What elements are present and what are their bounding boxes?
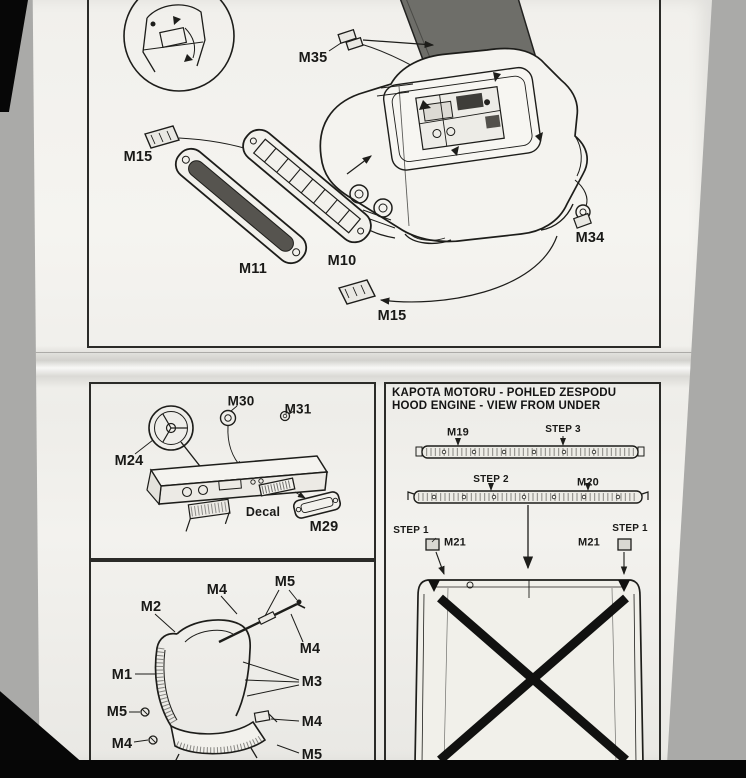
label-m29: M29 (309, 518, 339, 535)
hood-underside-drawing (407, 436, 649, 764)
label-step2: STEP 2 (473, 474, 509, 485)
m11-panel-part (174, 147, 308, 265)
m19-strip-part (415, 436, 645, 459)
label-m15-lower: M15 (377, 307, 407, 324)
leader-arrow (379, 235, 558, 305)
arrow-icon (419, 100, 431, 110)
m10-grille-part (242, 128, 372, 244)
screw (148, 735, 158, 745)
photo-black-bottom-bar (0, 760, 746, 778)
label-m31: M31 (284, 401, 312, 417)
arrow-icon (173, 16, 181, 25)
hood-title-cz: KAPOTA MOTORU - POHLED ZESPODU (392, 387, 617, 399)
panel-body-assembly: M35 M15 M11 M10 M34 M15 (87, 0, 661, 348)
label-step1-left: STEP 1 (393, 525, 429, 536)
photo-black-corner-topleft (0, 0, 28, 112)
decal-part (258, 477, 306, 499)
steering-wheel-part (134, 405, 204, 471)
m34-part (572, 179, 592, 229)
body-assembly-drawing (123, 0, 592, 305)
label-step1-right: STEP 1 (612, 523, 648, 534)
leader-arrow (346, 155, 372, 175)
arrow-icon (451, 146, 459, 156)
label-m5-top: M5 (274, 573, 296, 590)
screw (140, 707, 150, 717)
label-decal: Decal (245, 504, 281, 519)
m30-washer-part (219, 405, 243, 469)
label-m35: M35 (298, 49, 328, 66)
label-step3: STEP 3 (545, 424, 581, 435)
seat-leader-lines (129, 589, 304, 754)
panel-hood-underside: KAPOTA MOTORU - POHLED ZESPODU HOOD ENGI… (384, 382, 661, 764)
detail-inset-circle (123, 0, 235, 92)
label-m34: M34 (575, 229, 605, 246)
car-body-drawing (319, 47, 588, 245)
panel-dashboard-assembly: M30 M31 M24 Decal M29 (89, 382, 376, 560)
m35-hinge-part (328, 28, 435, 52)
paper-fold-line (32, 352, 712, 353)
arrow-icon (535, 132, 543, 142)
m31-washer-part (279, 410, 295, 422)
panel-seat-assembly: M4 M5 M2 M4 M1 M3 M5 M4 M4 M5 (89, 560, 376, 764)
label-m20: M20 (577, 476, 599, 489)
label-m4-right-upper: M4 (299, 640, 321, 657)
seat-drawing (140, 619, 278, 763)
m29-plate-part (292, 491, 342, 519)
label-m30: M30 (227, 393, 255, 409)
m21-left-part (425, 537, 445, 576)
hood-panel-drawing (414, 579, 644, 764)
label-m21-right: M21 (578, 536, 600, 549)
label-m21-left: M21 (444, 536, 466, 549)
label-m10: M10 (327, 252, 357, 269)
label-m19: M19 (447, 426, 469, 439)
headlight (349, 184, 369, 204)
label-m2: M2 (140, 598, 162, 615)
arrow-icon (493, 72, 501, 82)
leader-arrow (362, 39, 435, 48)
hood-cross-rib (437, 594, 629, 764)
label-m4-top: M4 (206, 581, 228, 598)
m20-strip-part (407, 483, 649, 504)
label-m3: M3 (301, 673, 323, 690)
arrow-icon (184, 54, 193, 62)
leader-arrow (227, 425, 243, 469)
seat-assembly-drawing (129, 589, 306, 763)
hood-title-en: HOOD ENGINE - VIEW FROM UNDER (392, 400, 601, 412)
instruction-sheet: M35 M15 M11 M10 M34 M15 (32, 0, 712, 764)
dashboard-assembly-drawing (134, 405, 342, 532)
label-m15-upper: M15 (123, 148, 153, 165)
label-m24: M24 (114, 452, 144, 469)
dashboard-part (146, 455, 329, 532)
label-m5-left: M5 (106, 703, 128, 720)
label-m11: M11 (238, 260, 268, 277)
paper-fold (32, 346, 712, 388)
seat-rail-part (218, 599, 306, 644)
label-m1: M1 (111, 666, 133, 683)
m15-lower-part (337, 235, 558, 305)
leader-arrow (435, 551, 445, 576)
label-m5-bottom: M5 (301, 746, 323, 763)
m21-right-part (617, 538, 632, 576)
label-m4-left-lower: M4 (111, 735, 133, 752)
label-m4-right-lower: M4 (301, 713, 323, 730)
leader-arrow (294, 491, 306, 499)
